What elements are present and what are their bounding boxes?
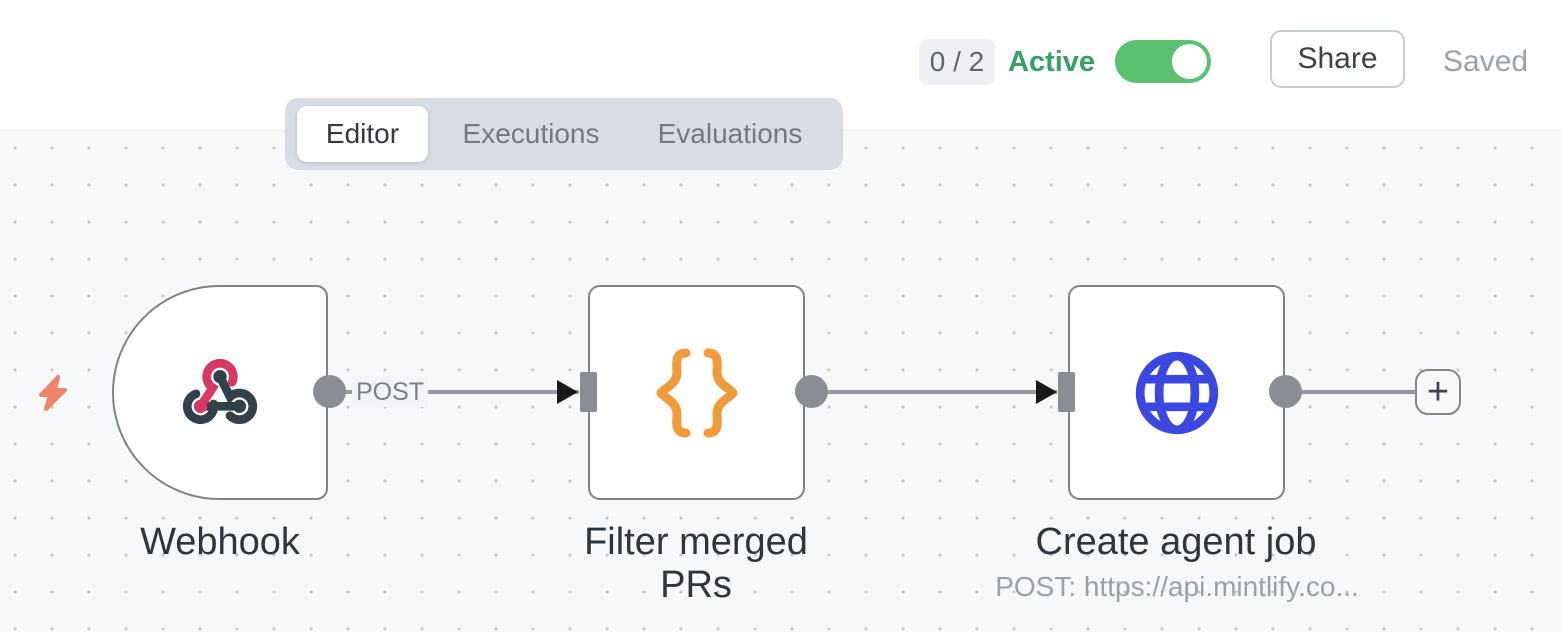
http-input-connector[interactable] <box>1058 372 1075 412</box>
tab-evaluations[interactable]: Evaluations <box>657 118 803 149</box>
workflow-canvas[interactable]: POST + Webhook Filter merged PRs Create … <box>0 131 1562 632</box>
lightning-bolt-icon <box>36 374 70 412</box>
node-label: Filter merged PRs <box>584 521 808 606</box>
add-node-button[interactable]: + <box>1415 369 1461 415</box>
globe-icon <box>1131 347 1223 439</box>
filter-input-connector[interactable] <box>580 372 597 412</box>
connection-arrowhead-icon <box>1036 380 1057 404</box>
webhook-output-method-label: POST <box>352 377 429 407</box>
node-label: Webhook <box>140 521 300 563</box>
connection-http-to-add[interactable] <box>1300 390 1416 394</box>
connection-filter-to-http[interactable] <box>827 390 1057 394</box>
node-create-agent-job[interactable] <box>1068 285 1285 500</box>
http-output-connector[interactable] <box>1269 375 1302 408</box>
tab-executions[interactable]: Executions <box>462 118 600 149</box>
node-webhook[interactable] <box>112 285 328 500</box>
view-tab-bar: Editor Executions Evaluations <box>285 98 843 170</box>
toggle-knob-icon <box>1172 44 1207 79</box>
active-toggle[interactable] <box>1115 40 1211 83</box>
node-subtitle: POST: https://api.mintlify.co... <box>995 571 1359 602</box>
webhook-icon <box>179 352 261 434</box>
tab-editor[interactable]: Editor <box>297 106 428 162</box>
code-braces-icon <box>650 345 744 441</box>
share-button[interactable]: Share <box>1270 30 1405 88</box>
webhook-output-connector[interactable] <box>313 375 346 408</box>
filter-output-connector[interactable] <box>795 375 828 408</box>
executions-count-badge: 0 / 2 <box>919 39 995 85</box>
active-label: Active <box>1008 46 1096 78</box>
connection-webhook-to-filter[interactable] <box>345 390 579 394</box>
node-label: Create agent job <box>1035 521 1317 563</box>
connection-arrowhead-icon <box>557 380 578 404</box>
node-filter-merged-prs[interactable] <box>588 285 805 500</box>
saved-status: Saved <box>1443 45 1529 78</box>
